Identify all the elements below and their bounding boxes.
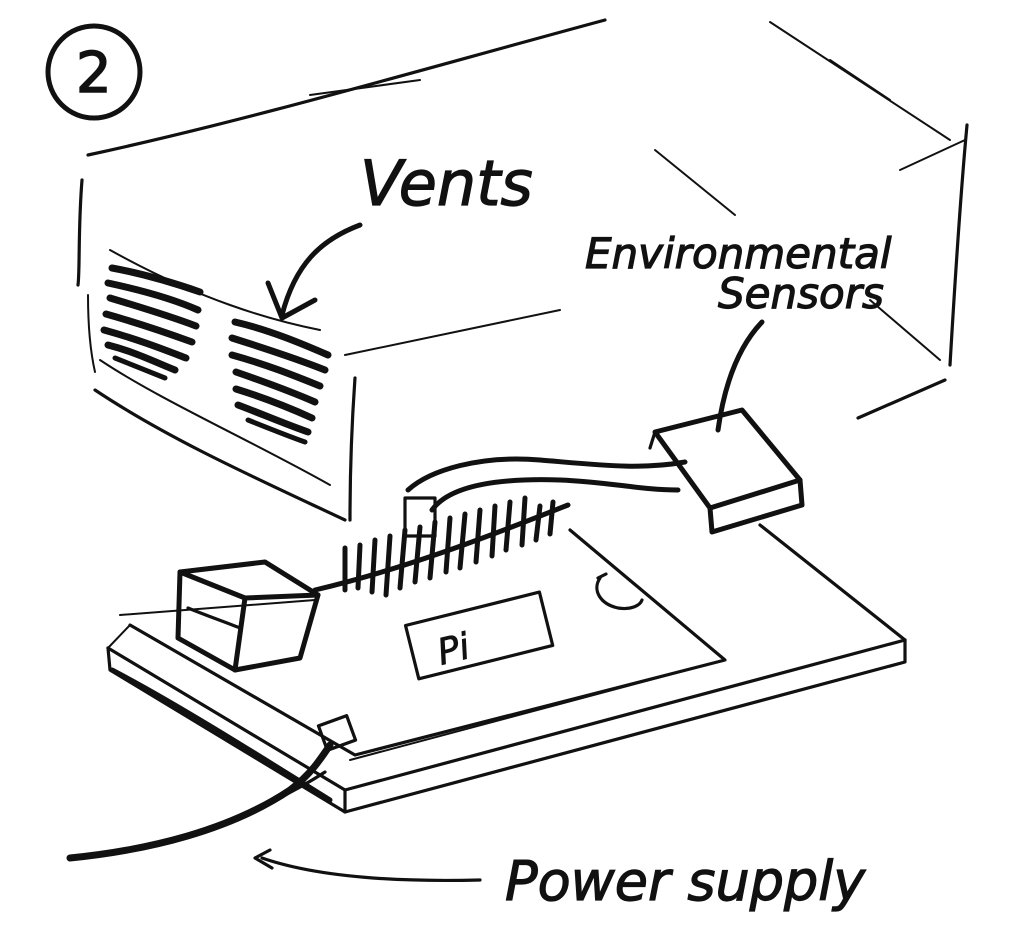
step-badge: 2 (48, 26, 140, 118)
power-supply-label: Power supply (505, 850, 866, 913)
vent-group-left (104, 268, 200, 378)
power-arrow (262, 858, 480, 880)
pi-board: Pi (130, 530, 725, 755)
sensor-module (650, 410, 802, 532)
port-block (178, 562, 318, 670)
gpio-header (315, 498, 568, 595)
vents-label: Vents (360, 147, 533, 220)
pi-chip (406, 592, 553, 679)
vents-arrow (282, 225, 360, 315)
ribbon-cable (405, 459, 685, 536)
vent-group-right (232, 322, 328, 442)
sensors-callout: Environmental Sensors (585, 229, 892, 430)
step-number: 2 (76, 41, 112, 106)
power-callout: Power supply (255, 850, 866, 913)
sensors-label-line2: Sensors (718, 269, 884, 318)
vents-callout: Vents (268, 147, 533, 318)
pi-label: Pi (433, 626, 474, 673)
